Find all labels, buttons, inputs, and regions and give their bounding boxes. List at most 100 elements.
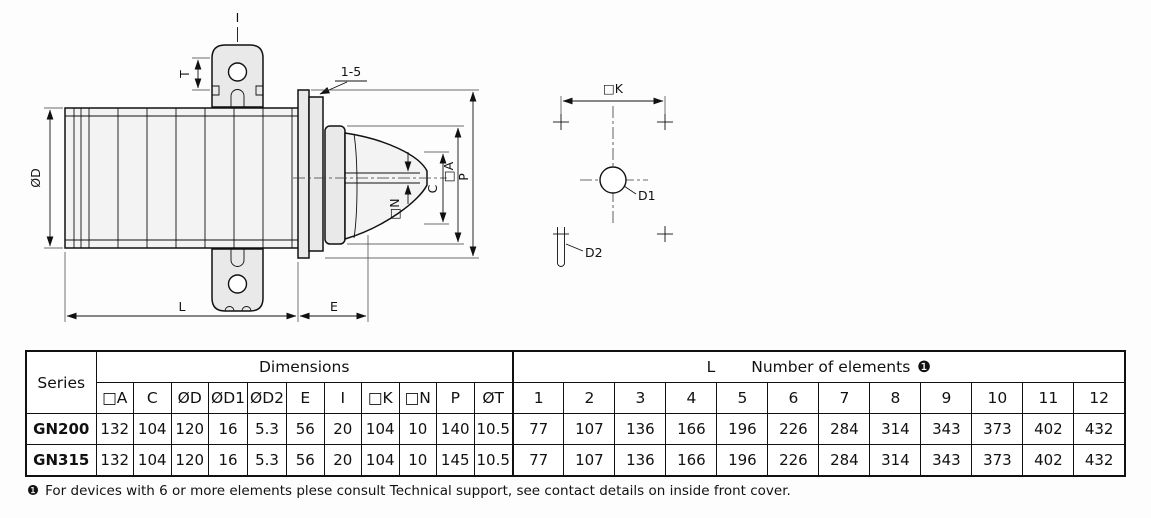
label-t: T (177, 70, 192, 79)
elements-header-title: Number of elements (751, 358, 911, 376)
dimension-value: 5.3 (247, 413, 287, 445)
footnote-text: For devices with 6 or more elements ples… (45, 483, 791, 499)
dimension-value: 20 (323, 413, 362, 445)
dimension-value: 145 (436, 444, 475, 477)
dimension-value: 120 (170, 444, 209, 477)
dimension-column-header: ØD2 (247, 382, 287, 414)
dimension-column-header: P (436, 382, 475, 414)
dimension-column-header: I (323, 382, 362, 414)
element-column-header: 3 (614, 382, 667, 414)
series-header: Series (25, 350, 97, 414)
element-length-value: 284 (818, 413, 871, 445)
dimension-value: 10.5 (473, 413, 514, 445)
element-length-value: 314 (869, 413, 922, 445)
d2-stud (557, 227, 565, 267)
handle-base-plate (324, 125, 346, 245)
dimension-value: 132 (95, 444, 134, 477)
element-column-header: 5 (716, 382, 769, 414)
dimension-column-header: C (133, 382, 172, 414)
bottom-foot-hole (227, 274, 248, 294)
dimension-column-header: □K (361, 382, 400, 414)
label-square-a: □A (441, 161, 456, 182)
footnote-ref-icon: ❶ (917, 358, 932, 376)
label-d2: D2 (585, 245, 603, 260)
dimension-column-header: E (286, 382, 325, 414)
element-length-value: 166 (665, 413, 718, 445)
shaft-hole (599, 166, 627, 194)
label-square-n: □N (387, 198, 402, 219)
elements-group-header: L Number of elements ❶ (511, 350, 1126, 383)
element-length-value: 284 (818, 444, 871, 477)
dimension-value: 140 (436, 413, 475, 445)
element-column-header: 2 (563, 382, 616, 414)
handle-knob (344, 132, 428, 241)
element-column-header: 9 (920, 382, 973, 414)
dimension-column-header: □A (95, 382, 134, 414)
element-length-value: 432 (1073, 413, 1126, 445)
element-column-header: 6 (767, 382, 820, 414)
element-length-value: 77 (511, 413, 565, 445)
element-length-value: 196 (716, 444, 769, 477)
series-name: GN315 (25, 444, 97, 477)
switch-body (64, 107, 304, 249)
label-diameter-d: ØD (28, 168, 43, 187)
element-length-value: 402 (1022, 413, 1075, 445)
dimension-value: 10.5 (473, 444, 514, 477)
technical-drawing: ØD T I 1-5 □N C □A (28, 10, 673, 322)
element-column-header: 4 (665, 382, 718, 414)
label-p: P (456, 173, 471, 181)
element-length-value: 373 (971, 444, 1024, 477)
dimension-value: 5.3 (247, 444, 287, 477)
dimension-value: 10 (398, 413, 437, 445)
dimension-column-header: ØD (170, 382, 209, 414)
footnote: ❶ For devices with 6 or more elements ple… (27, 483, 791, 499)
dimension-value: 104 (133, 444, 172, 477)
element-length-value: 226 (767, 413, 820, 445)
element-column-header: 12 (1073, 382, 1126, 414)
dimension-column-header: ØT (473, 382, 514, 414)
element-length-value: 343 (920, 413, 973, 445)
element-length-value: 107 (563, 413, 616, 445)
element-length-value: 196 (716, 413, 769, 445)
label-d1: D1 (638, 188, 656, 203)
element-length-value: 373 (971, 413, 1024, 445)
element-length-value: 402 (1022, 444, 1075, 477)
side-view: ØD T I 1-5 □N C □A (28, 10, 479, 322)
element-length-value: 226 (767, 444, 820, 477)
element-length-value: 107 (563, 444, 616, 477)
element-length-value: 136 (614, 444, 667, 477)
dimension-value: 120 (170, 413, 209, 445)
element-column-header: 11 (1022, 382, 1075, 414)
element-column-header: 7 (818, 382, 871, 414)
flange-plate-2 (308, 96, 324, 252)
dimension-value: 56 (286, 444, 325, 477)
flange-plate-1 (297, 89, 310, 259)
label-l: L (179, 299, 186, 314)
dimension-column-header: ØD1 (208, 382, 248, 414)
element-length-value: 343 (920, 444, 973, 477)
dimension-value: 20 (323, 444, 362, 477)
element-length-value: 136 (614, 413, 667, 445)
element-column-header: 10 (971, 382, 1024, 414)
element-length-value: 432 (1073, 444, 1126, 477)
element-length-value: 77 (511, 444, 565, 477)
dimension-value: 10 (398, 444, 437, 477)
footnote-marker-icon: ❶ (27, 483, 40, 499)
label-elements-range: 1-5 (341, 64, 361, 79)
dimension-value: 56 (286, 413, 325, 445)
dimension-value: 104 (361, 444, 400, 477)
dimension-value: 132 (95, 413, 134, 445)
element-column-header: 8 (869, 382, 922, 414)
element-length-value: 166 (665, 444, 718, 477)
label-c: C (425, 184, 440, 193)
front-view: □K D1 D2 (553, 81, 673, 267)
elements-header-l: L (706, 358, 716, 376)
element-length-value: 314 (869, 444, 922, 477)
